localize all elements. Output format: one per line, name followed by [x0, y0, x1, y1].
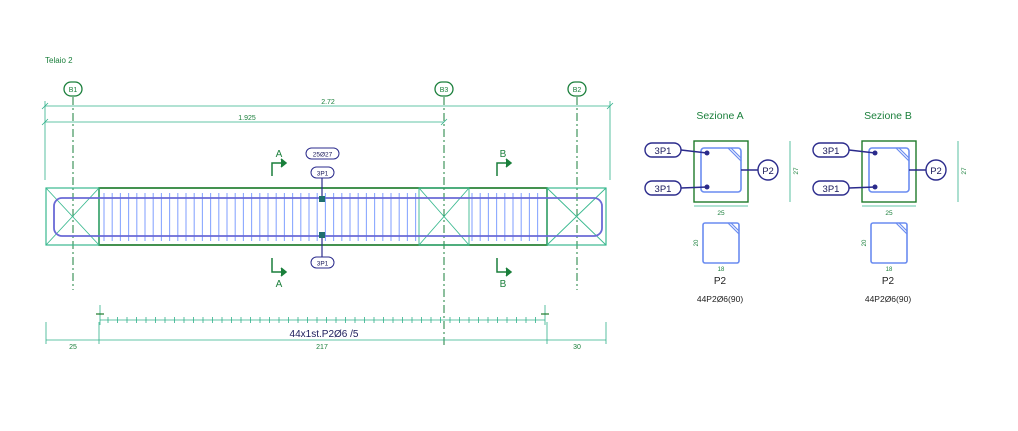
- section-cut-b-bottom-label: B: [500, 279, 507, 290]
- section-a-width: 25: [717, 210, 725, 217]
- stirrup-distribution-ticks: [107, 317, 536, 323]
- section-b-stirrup-width: 18: [886, 267, 893, 273]
- svg-text:B3: B3: [440, 87, 449, 94]
- dimension-bottom-right: 30: [573, 344, 581, 351]
- section-b-width: 25: [885, 210, 893, 217]
- dimension-overall-label: 2.72: [321, 99, 335, 106]
- section-b-height: 27: [961, 167, 968, 175]
- svg-text:3P1: 3P1: [823, 146, 840, 157]
- section-a-title: Sezione A: [696, 110, 743, 122]
- dimension-partial-label: 1.925: [238, 115, 256, 122]
- section-a-stirrup-spec: 44P2Ø6(90): [697, 294, 743, 304]
- svg-text:P2: P2: [930, 166, 942, 177]
- svg-text:3P1: 3P1: [823, 184, 840, 195]
- longitudinal-bars: [53, 197, 603, 237]
- stirrup-distribution-line: [96, 305, 549, 325]
- svg-text:P2: P2: [762, 166, 774, 177]
- section-a-bar-bottom-tag: 3P1: [644, 180, 682, 196]
- section-a-stirrup-label: P2: [714, 276, 727, 287]
- svg-text:3P1: 3P1: [655, 146, 672, 157]
- section-a-stirrup-height: 20: [694, 239, 700, 246]
- dimension-partial: [41, 118, 448, 126]
- section-b: Sezione B 3P1 3P1 P2 25 27 20 18 P2 4: [812, 110, 968, 304]
- section-b-stirrup-tag: P2: [925, 159, 947, 181]
- svg-text:25Ø27: 25Ø27: [313, 152, 333, 159]
- section-cut-a-bottom-label: A: [276, 279, 283, 290]
- section-cut-a-bottom: [271, 258, 288, 277]
- top-badge: 25Ø27: [305, 147, 340, 160]
- svg-text:3P1: 3P1: [317, 171, 329, 178]
- section-a: Sezione A 3P1 3P1 P2 25 27 20: [644, 110, 800, 304]
- dimension-overall: [41, 101, 614, 180]
- svg-text:B2: B2: [573, 87, 582, 94]
- bottom-bar-label: 3P1: [310, 256, 335, 269]
- svg-text:3P1: 3P1: [655, 184, 672, 195]
- section-cut-a-top: [271, 158, 288, 176]
- stirrup-note: 44x1st.P2Ø6 /5: [290, 329, 359, 340]
- section-b-bar-top-tag: 3P1: [812, 142, 850, 158]
- elevation-view: B1 B3 B2 2.72 1.925: [41, 81, 614, 351]
- section-cut-a-top-label: A: [276, 149, 283, 160]
- section-b-bar-bottom-tag: 3P1: [812, 180, 850, 196]
- top-bar-marker: [319, 196, 325, 202]
- dimension-bottom: [45, 322, 607, 344]
- axis-bubble-b2: B2: [567, 81, 587, 97]
- dimension-bottom-left: 25: [69, 344, 77, 351]
- section-cut-b-top-label: B: [500, 149, 507, 160]
- section-b-stirrup-label: P2: [882, 276, 895, 287]
- dimension-bottom-mid: 217: [316, 344, 328, 351]
- section-a-height: 27: [793, 167, 800, 175]
- axis-bubble-b1: B1: [63, 81, 83, 97]
- top-bar-label: 3P1: [310, 166, 335, 179]
- section-b-title: Sezione B: [864, 110, 912, 122]
- axis-lines: [72, 97, 578, 345]
- section-a-bar-top-tag: 3P1: [644, 142, 682, 158]
- svg-text:3P1: 3P1: [317, 261, 329, 268]
- section-cut-b-top: [496, 158, 513, 176]
- svg-text:B1: B1: [69, 87, 78, 94]
- axis-bubble-b3: B3: [434, 81, 454, 97]
- section-a-stirrup-tag: P2: [757, 159, 779, 181]
- section-cut-b-bottom: [496, 258, 513, 277]
- section-b-stirrup-height: 20: [862, 239, 868, 246]
- section-a-stirrup-width: 18: [718, 267, 725, 273]
- bottom-bar-marker: [319, 232, 325, 238]
- stirrup-lines: [103, 193, 539, 241]
- drawing-title: Telaio 2: [45, 56, 73, 65]
- section-b-stirrup-spec: 44P2Ø6(90): [865, 294, 911, 304]
